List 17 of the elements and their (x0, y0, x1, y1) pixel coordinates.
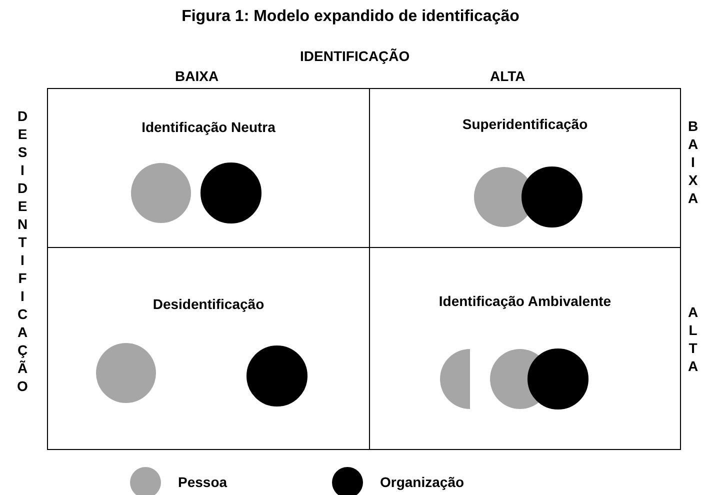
axis-value: ALTA (490, 68, 526, 84)
quadrant-heading: Identificação Ambivalente (438, 293, 612, 309)
quadrant-heading: Superidentificação (461, 116, 589, 132)
legend-label: Pessoa (178, 474, 228, 490)
axis-value: ALTA (684, 304, 701, 376)
quadrant-panel (47, 88, 370, 248)
legend-label: Organização (380, 474, 464, 490)
quadrant-heading: Identificação Neutra (140, 119, 276, 135)
figure-title: Figura 1: Modelo expandido de identificação (180, 8, 520, 26)
axis-title: IDENTIFICAÇÃO (300, 48, 410, 64)
axis-value: BAIXA (175, 68, 219, 84)
axis-title: DESIDENTIFICAÇÃO (14, 108, 32, 396)
quadrant-heading: Desidentificação (152, 296, 266, 312)
axis-value: BAIXA (684, 118, 701, 208)
quadrant-panel (369, 88, 681, 248)
quadrant-panel (47, 247, 370, 450)
quadrant-panel (369, 247, 681, 450)
